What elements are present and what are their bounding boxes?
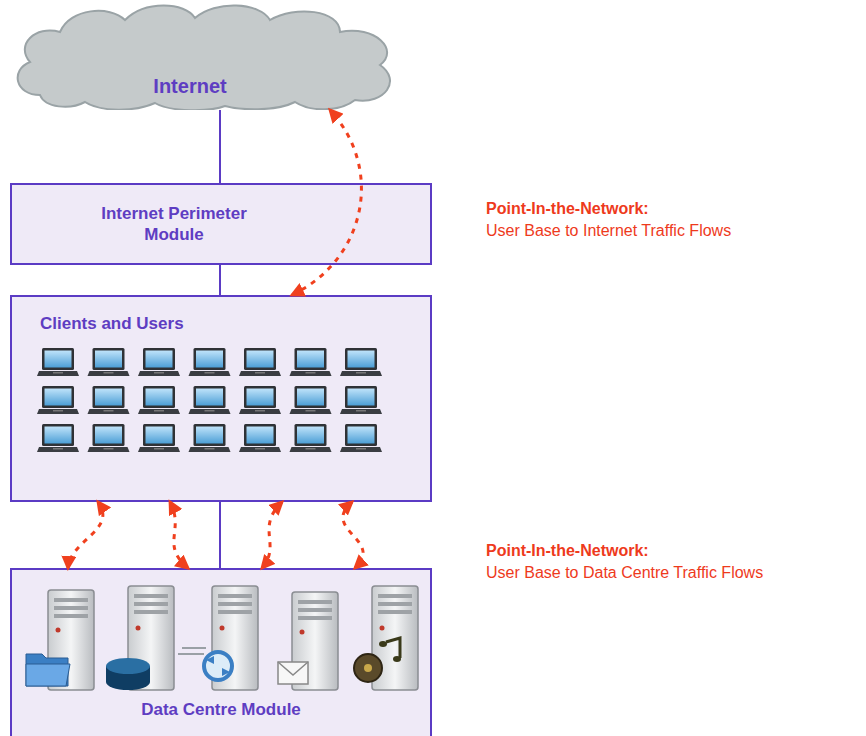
laptop-icon [88, 424, 130, 452]
database-server [106, 586, 174, 690]
traffic-flow-arrow [292, 110, 361, 295]
link-line [219, 110, 221, 183]
annotation: User Base to Data Centre Traffic Flows [486, 563, 763, 583]
laptop-icon [37, 386, 79, 414]
traffic-flow-arrow [170, 502, 188, 568]
annotation-text: User Base to Internet Traffic Flows [486, 222, 731, 239]
laptop-icon [290, 386, 332, 414]
laptop-icon [88, 386, 130, 414]
laptop-grid [37, 348, 382, 452]
laptop-icon [138, 424, 180, 452]
media-server [354, 586, 418, 690]
traffic-flow-arrow [262, 502, 282, 568]
annotation-text: User Base to Data Centre Traffic Flows [486, 564, 763, 581]
node-title: Internet [153, 74, 226, 98]
laptop-icon [290, 348, 332, 376]
file-server [26, 590, 94, 690]
module-box: Clients and Users [10, 295, 432, 502]
laptop-icon [88, 348, 130, 376]
annotation: Point-In-the-Network: [486, 541, 649, 561]
laptop-icon [340, 424, 382, 452]
server-group [26, 586, 418, 690]
sync-server [178, 586, 258, 690]
node-title: Data Centre Module [141, 699, 301, 720]
module-box: Data Centre Module [10, 568, 432, 736]
laptop-icon [340, 348, 382, 376]
laptop-icon [340, 386, 382, 414]
internet-cloud: Internet [10, 0, 400, 110]
laptop-icon [189, 424, 231, 452]
laptop-icon [189, 386, 231, 414]
traffic-flow-arrow [68, 502, 103, 568]
laptop-icon [189, 348, 231, 376]
laptop-icon [138, 348, 180, 376]
link-line [219, 502, 221, 568]
module-box: Internet Perimeter Module [10, 183, 432, 265]
laptop-icon [239, 424, 281, 452]
laptop-icon [138, 386, 180, 414]
laptop-icon [290, 424, 332, 452]
laptop-icon [239, 386, 281, 414]
annotation: User Base to Internet Traffic Flows [486, 221, 731, 241]
annotation-heading: Point-In-the-Network: [486, 542, 649, 559]
annotation-heading: Point-In-the-Network: [486, 200, 649, 217]
node-title: Clients and Users [40, 313, 420, 334]
link-line [219, 265, 221, 295]
laptop-icon [37, 424, 79, 452]
traffic-flow-arrow [343, 502, 363, 568]
laptop-icon [37, 348, 79, 376]
annotation: Point-In-the-Network: [486, 199, 649, 219]
laptop-icon [239, 348, 281, 376]
mail-server [278, 592, 338, 690]
node-title: Internet Perimeter Module [84, 203, 264, 245]
